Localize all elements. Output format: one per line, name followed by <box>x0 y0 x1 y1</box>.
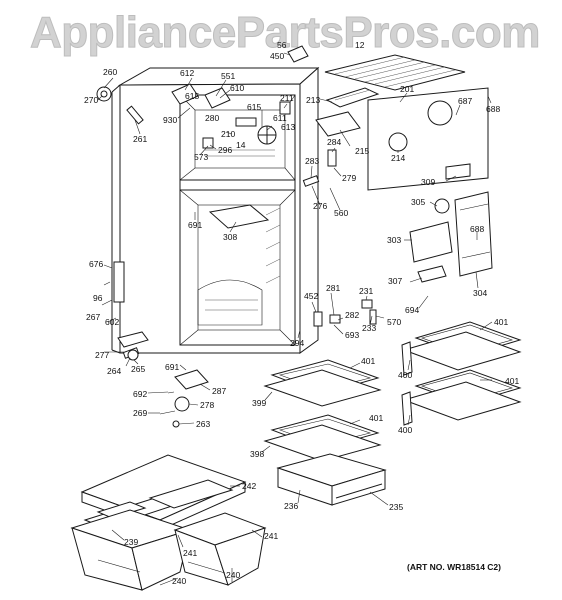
callout-615-b: 615 <box>247 102 261 112</box>
callout-573: 573 <box>194 152 208 162</box>
callout-615-a: 615 <box>185 91 199 101</box>
callout-287: 287 <box>212 386 226 396</box>
callout-398: 398 <box>250 449 264 459</box>
bottom-hardware <box>122 347 209 428</box>
control-housing <box>409 191 493 283</box>
callout-304: 304 <box>473 288 487 298</box>
callout-294: 294 <box>290 338 304 348</box>
callout-401-d: 401 <box>369 413 383 423</box>
callout-277: 277 <box>95 350 109 360</box>
callout-284: 284 <box>327 137 341 147</box>
watermark-text: AppliancePartsPros.com <box>30 8 541 58</box>
ice-tray <box>325 87 380 108</box>
meat-pan <box>276 453 387 506</box>
callout-241-a: 241 <box>183 548 197 558</box>
callout-296: 296 <box>218 145 232 155</box>
callout-400-a: 400 <box>398 370 412 380</box>
cabinet-drawing <box>111 66 320 354</box>
callout-240-b: 240 <box>226 570 240 580</box>
callout-96: 96 <box>93 293 103 303</box>
callout-687: 687 <box>458 96 472 106</box>
shelves-right-upper <box>401 321 522 376</box>
evaporator-cover <box>367 87 489 191</box>
callout-241-b: 241 <box>264 531 278 541</box>
callout-694: 694 <box>405 305 419 315</box>
callout-602: 602 <box>105 317 119 327</box>
callout-270: 270 <box>84 95 98 105</box>
callout-280: 280 <box>205 113 219 123</box>
callout-283: 283 <box>305 156 319 166</box>
callout-265: 265 <box>131 364 145 374</box>
callout-452: 452 <box>304 291 318 301</box>
callout-307: 307 <box>388 276 402 286</box>
leader-lines <box>97 52 493 586</box>
callout-278: 278 <box>200 400 214 410</box>
callout-267: 267 <box>86 312 100 322</box>
callout-201: 201 <box>400 84 414 94</box>
callout-210: 210 <box>221 129 235 139</box>
callout-308: 308 <box>223 232 237 242</box>
callout-214: 214 <box>391 153 405 163</box>
callout-688-a: 688 <box>486 104 500 114</box>
callout-303: 303 <box>387 235 401 245</box>
callout-399: 399 <box>252 398 266 408</box>
callout-12: 12 <box>355 40 365 50</box>
callout-401-b: 401 <box>505 376 519 386</box>
callout-264: 264 <box>107 366 121 376</box>
callout-560: 560 <box>334 208 348 218</box>
callout-labels: 260 270 261 612 551 610 930 615 615 280 … <box>84 40 519 586</box>
crisper-assembly <box>70 454 267 591</box>
callout-269: 269 <box>133 408 147 418</box>
top-hardware <box>96 45 309 149</box>
shelves-center <box>263 359 382 462</box>
callout-930: 930 <box>163 115 177 125</box>
freezer-wire-shelf <box>324 54 466 91</box>
callout-691-b: 691 <box>165 362 179 372</box>
callout-281: 281 <box>326 283 340 293</box>
callout-400-b: 400 <box>398 425 412 435</box>
callout-242: 242 <box>242 481 256 491</box>
callout-261: 261 <box>133 134 147 144</box>
callout-610: 610 <box>230 83 244 93</box>
callout-56: 56 <box>277 40 287 50</box>
callout-231: 231 <box>359 286 373 296</box>
shelves-right-lower <box>401 369 522 426</box>
callout-611: 611 <box>273 113 287 123</box>
callout-691-a: 691 <box>188 220 202 230</box>
callout-260: 260 <box>103 67 117 77</box>
callout-235: 235 <box>389 502 403 512</box>
callout-14: 14 <box>236 140 246 150</box>
mounting-brackets <box>302 149 377 327</box>
callout-551: 551 <box>221 71 235 81</box>
callout-613: 613 <box>281 122 295 132</box>
callout-305: 305 <box>411 197 425 207</box>
callout-239: 239 <box>124 537 138 547</box>
art-number: (ART NO. WR18514 C2) <box>407 562 501 572</box>
callout-309: 309 <box>421 177 435 187</box>
callout-213: 213 <box>306 95 320 105</box>
callout-688-b: 688 <box>470 224 484 234</box>
callout-263: 263 <box>196 419 210 429</box>
callout-279: 279 <box>342 173 356 183</box>
callout-276: 276 <box>313 201 327 211</box>
callout-282: 282 <box>345 310 359 320</box>
callout-211: 211 <box>280 93 294 103</box>
callout-693: 693 <box>345 330 359 340</box>
ice-bin-bracket <box>315 111 361 137</box>
callout-692: 692 <box>133 389 147 399</box>
callout-676: 676 <box>89 259 103 269</box>
callout-240-a: 240 <box>172 576 186 586</box>
callout-612: 612 <box>180 68 194 78</box>
callout-401-a: 401 <box>494 317 508 327</box>
callout-401-c: 401 <box>361 356 375 366</box>
callout-570: 570 <box>387 317 401 327</box>
callout-215: 215 <box>355 146 369 156</box>
callout-450: 450 <box>270 51 284 61</box>
callout-236: 236 <box>284 501 298 511</box>
callout-233: 233 <box>362 323 376 333</box>
